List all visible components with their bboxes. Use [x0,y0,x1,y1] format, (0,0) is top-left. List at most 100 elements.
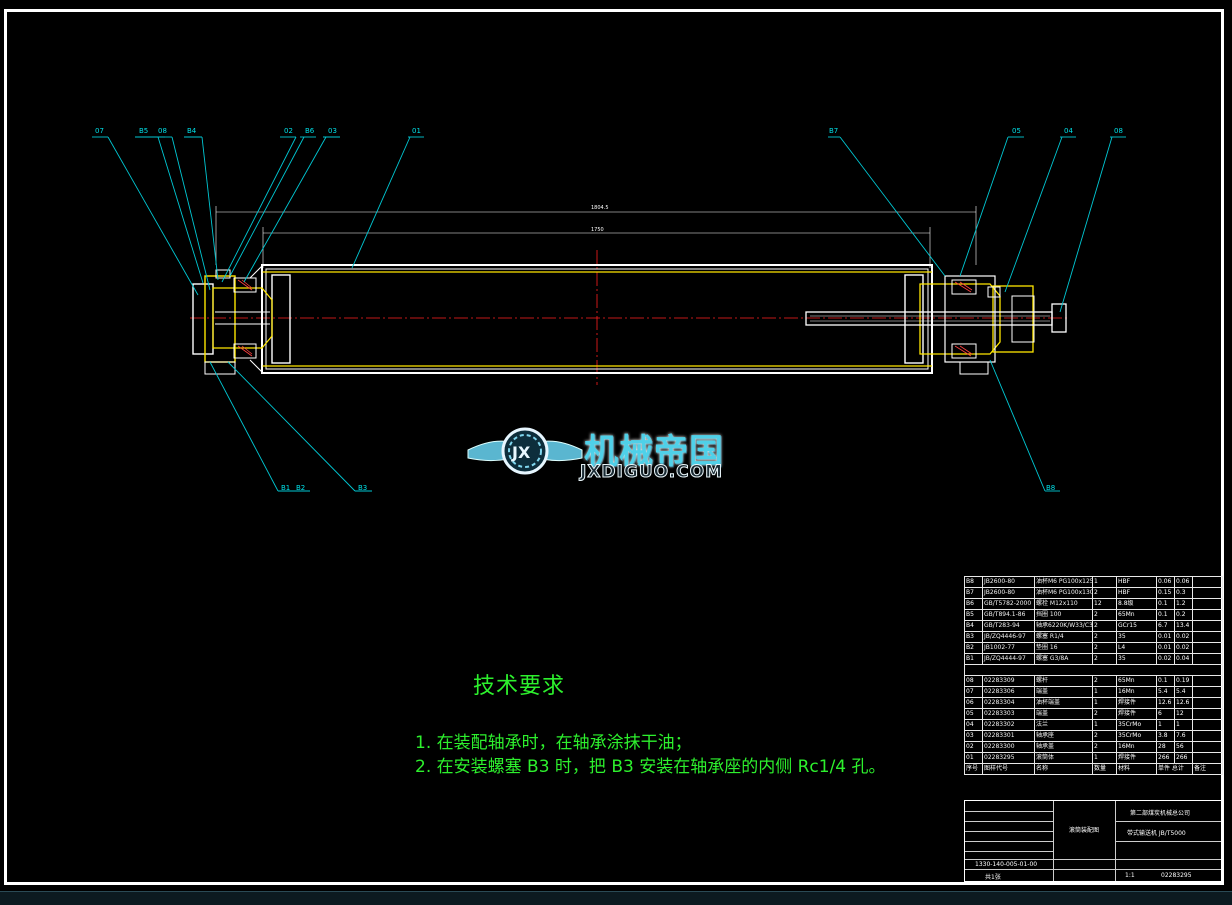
bom-cell: 焊接件 [1116,708,1157,720]
note-line-1: 1. 在装配轴承时，在轴承涂抹干油； [415,733,692,753]
bom-cell: HBF [1116,587,1157,599]
dimension-overall [215,206,977,265]
label-02: 02 [284,127,293,135]
bom-cell-remark [1192,752,1223,764]
bom-cell: 16Mn [1116,686,1157,698]
bom-cell: 35 [1116,653,1157,665]
bom-cell: 12.6 [1174,697,1193,709]
leader-lines [92,136,1126,492]
bom-cell: 7.6 [1174,730,1193,742]
label-08-left: 08 [158,127,167,135]
title-product: 带式输送机 JB/T5000 [1127,830,1186,837]
bom-cell: 12 [1174,708,1193,720]
bom-cell: B7 [964,587,983,599]
bom-cell: 0.04 [1174,653,1193,665]
bom-cell: 35CrMo [1116,719,1157,731]
bom-cell: 1 [1156,719,1175,731]
left-end-assembly [192,264,291,375]
bom-cell: B8 [964,576,983,588]
bom-cell: 0.15 [1156,587,1175,599]
watermark-logo: JX 机械帝国 JXDIGUO.COM [466,418,766,488]
bom-cell: 0.02 [1156,653,1175,665]
bom-cell: JB/ZQ4446-97 [982,631,1035,643]
bom-cell: 02283306 [982,686,1035,698]
bom-cell: B4 [964,620,983,632]
dimension-inner [262,227,931,268]
label-b5: B5 [139,127,148,135]
dimension-overall-text: 1804.5 [591,205,609,211]
bom-cell: 0.1 [1156,609,1175,621]
bom-cell: JB/ZQ4444-97 [982,653,1035,665]
bom-cell: 0.19 [1174,675,1193,687]
bom-cell: 0.02 [1174,631,1193,643]
title-block: 第二部煤炭机械总公司 滚筒装配图 带式输送机 JB/T5000 1330-140… [964,800,1222,882]
logo-english-text: JXDIGUO.COM [579,462,724,483]
bom-cell: 螺塞 G3/8A [1034,653,1093,665]
bom-cell: 螺杆 [1034,675,1093,687]
bom-cell: GB/T283-94 [982,620,1035,632]
bom-cell: 35CrMo [1116,730,1157,742]
bom-cell: B3 [964,631,983,643]
bom-cell: GB/T894.1-86 [982,609,1035,621]
bom-cell: 2 [1092,708,1117,720]
bom-cell: GCr15 [1116,620,1157,632]
bom-cell: B2 [964,642,983,654]
drawing-border [4,9,1224,885]
title-scale: 1:1 [1125,872,1135,879]
bom-cell: 06 [964,697,983,709]
bom-cell: 轴承盖 [1034,741,1093,753]
bom-cell: 02283300 [982,741,1035,753]
bom-cell: 焊接件 [1116,697,1157,709]
bom-cell: 挡圈 100 [1034,609,1093,621]
bom-cell: 端盖 [1034,708,1093,720]
label-b3: B3 [358,484,367,492]
bom-cell: 1 [1092,752,1117,764]
bom-cell-remark [1192,741,1223,753]
bom-cell: 65Mn [1116,675,1157,687]
bom-cell: 轴承6220K/W33/C3 [1034,620,1093,632]
bom-cell: 6 [1156,708,1175,720]
bom-cell: 0.1 [1156,598,1175,610]
bom-cell: 端盖 [1034,686,1093,698]
bom-cell: 02283295 [982,752,1035,764]
bom-cell-remark [1192,642,1223,654]
bom-cell: 垫圈 16 [1034,642,1093,654]
bom-cell-remark [1192,620,1223,632]
label-08-right: 08 [1114,127,1123,135]
bom-cell: 03 [964,730,983,742]
bom-cell: JB2600-80 [982,576,1035,588]
bom-cell-remark [1192,719,1223,731]
bom-cell-remark [1192,653,1223,665]
svg-text:JX: JX [511,443,531,462]
bom-cell: 02 [964,741,983,753]
bom-cell: 05 [964,708,983,720]
bom-cell: 56 [1174,741,1193,753]
bom-cell: B6 [964,598,983,610]
bom-cell: 6.7 [1156,620,1175,632]
bom-cell: 04 [964,719,983,731]
title-drawing-number: 02283295 [1161,872,1192,879]
bom-cell: 0.1 [1156,675,1175,687]
bom-cell: 2 [1092,741,1117,753]
bom-cell: 02283301 [982,730,1035,742]
title-drawing-name: 滚筒装配图 [1069,827,1100,834]
bom-cell-remark [1192,631,1223,643]
title-company: 第二部煤炭机械总公司 [1130,810,1191,817]
label-b7: B7 [829,127,838,135]
bom-cell: B1 [964,653,983,665]
bom-cell: 轴承座 [1034,730,1093,742]
bom-cell: 07 [964,686,983,698]
bom-cell: 02283309 [982,675,1035,687]
